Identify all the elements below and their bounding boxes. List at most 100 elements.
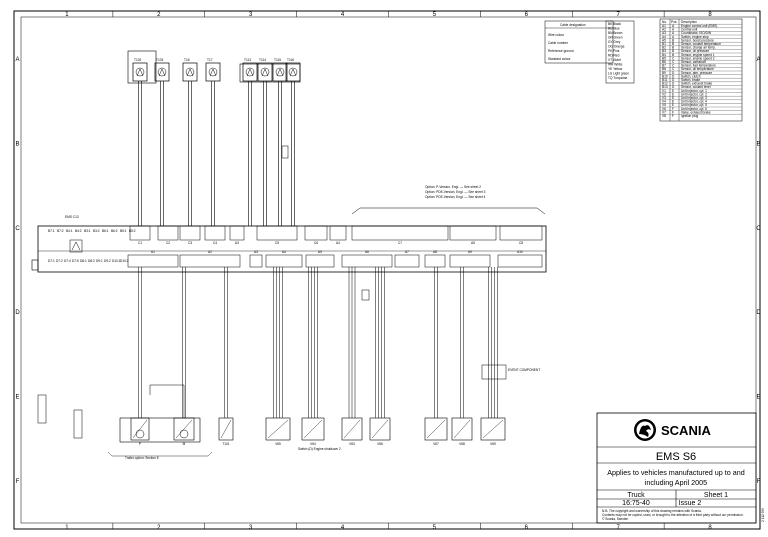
sensor-label: T114: [259, 58, 266, 62]
sensor-t2: [154, 62, 170, 82]
legend-no: A3: [662, 31, 666, 35]
colour-code: VT Violet: [608, 58, 621, 62]
actuator-symbol: [343, 419, 361, 439]
sensor-label: T17: [207, 58, 213, 62]
left-fuse: [37, 394, 47, 424]
actuator-b5: [301, 417, 325, 441]
legend-pos: E: [672, 103, 674, 107]
legend-col-pos: Pos.: [671, 20, 677, 24]
actuator-b10: [480, 417, 506, 441]
connector-label: C1: [138, 241, 142, 245]
legend-no: B9: [662, 71, 666, 75]
legend-pos: E: [672, 92, 674, 96]
sensor-group-frame: [239, 63, 301, 83]
grid-column-label: 3: [249, 12, 253, 18]
pin-label: B7:1: [48, 229, 55, 233]
sensor-group-frame: [127, 50, 157, 84]
connector-label: C4: [213, 241, 217, 245]
actuator-b8: [424, 417, 448, 441]
connector-label: A4: [282, 250, 286, 254]
component-group-frame: [119, 417, 201, 443]
sensor-glyph: [289, 68, 297, 77]
pin-label: D7:2: [56, 259, 63, 263]
brand-name: SCANIA: [661, 423, 711, 438]
grid-column-label: 4: [341, 12, 345, 18]
connector-upper: [304, 225, 328, 241]
legend-desc: Switch, engine stop: [681, 35, 709, 39]
legend-pos: B: [672, 53, 674, 57]
connector-upper: [351, 225, 449, 241]
legend-desc: Central unit: [681, 28, 697, 32]
actuator-symbol: [453, 419, 471, 439]
legend-no: B4: [662, 53, 666, 57]
legend-no: B12: [662, 82, 668, 86]
ems-symbol: [69, 239, 83, 253]
actuator-b7: [369, 417, 391, 441]
legend-no: A1: [662, 24, 666, 28]
legend-pos: A: [672, 35, 675, 39]
connector-lower: [497, 254, 543, 268]
side-code: 2 112 999: [761, 508, 765, 522]
sensor-glyph: [261, 68, 269, 77]
pin-label: D10:2: [120, 259, 129, 263]
legend-pos: C: [672, 60, 675, 64]
grid-row-label: D: [756, 310, 761, 316]
legend-desc: Valve, exhaust brake: [681, 110, 711, 114]
wire-splice: [281, 145, 289, 159]
colour-code: WH White: [608, 63, 623, 67]
connector-label: A1: [151, 250, 155, 254]
grid-row-label: B: [15, 142, 19, 148]
connector-lower: [179, 254, 241, 268]
small-legend-row: Wire colour: [548, 33, 565, 37]
legend-no: V2: [662, 92, 666, 96]
colour-code: LG Light green: [608, 72, 629, 76]
legend-no: B2: [662, 46, 666, 50]
actuator-symbol: [267, 419, 289, 439]
wire-splice: [361, 289, 370, 301]
connector-lower: [424, 254, 446, 268]
grid-column-label: 1: [65, 525, 69, 531]
sensor-symbol: [260, 67, 270, 77]
legend-pos: E: [672, 96, 674, 100]
legend-no: B7: [662, 64, 666, 68]
connector-label: A10: [517, 250, 523, 254]
legend-no: A4: [662, 35, 666, 39]
legend-desc: Engine control unit (EMS): [681, 24, 717, 28]
legend-desc: Unit injector, cyl. 2: [681, 92, 707, 96]
cable-legend-small: Cable designation Wire colour Cable numb…: [544, 20, 635, 84]
connector-label: C3: [188, 241, 192, 245]
grid-column-label: 7: [617, 12, 621, 18]
vehicle-type: Truck: [627, 492, 645, 499]
grid-column-label: 8: [708, 12, 712, 18]
connector-label: A7: [405, 250, 409, 254]
grid-column-label: 7: [617, 525, 621, 531]
legend-no: V7: [662, 110, 666, 114]
sensor-glyph: [136, 68, 144, 77]
legend-desc: Unit injector, cyl. 5: [681, 103, 707, 107]
connector-upper: [449, 225, 497, 241]
actuator-symbol: [426, 419, 446, 439]
connector-label: A5: [318, 250, 322, 254]
legend-no: V4: [662, 100, 666, 104]
connector-label: C6: [314, 241, 318, 245]
sensor-glyph: [276, 68, 284, 77]
sensor-t7: [272, 62, 288, 82]
connector-label: A8: [433, 250, 437, 254]
colour-code: PK Pink: [608, 49, 620, 53]
connector-upper: [204, 225, 226, 241]
legend-no: B10: [662, 74, 668, 78]
sensor-label: T103: [156, 58, 163, 62]
connector-lower: [341, 254, 393, 268]
sensor-symbol: [208, 67, 218, 77]
legend-desc: Unit injector, cyl. 1: [681, 89, 707, 93]
grid-row-label: F: [16, 479, 20, 485]
connector-label: A2: [208, 250, 212, 254]
legend-no: V3: [662, 96, 666, 100]
connector-lower: [449, 254, 491, 268]
sensor-glyph: [246, 68, 254, 77]
grid-row-label: E: [756, 395, 760, 401]
legend-desc: Switch, clutch: [681, 74, 701, 78]
